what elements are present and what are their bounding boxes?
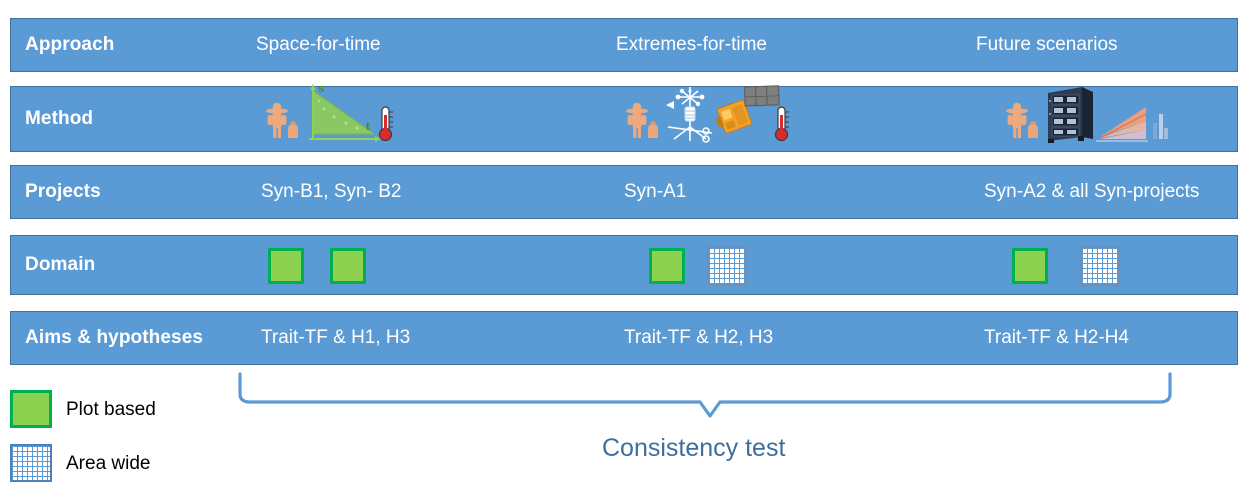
method-icon-group-col2: [616, 81, 801, 153]
future-scenarios-icon-svg: [1006, 87, 1168, 143]
domain-mark-col3-area: [1080, 246, 1120, 286]
server-rack-icon: [1048, 87, 1093, 143]
legend-label-plot-based: Plot based: [66, 399, 156, 420]
row-label-approach: Approach: [25, 34, 115, 55]
matrix-row-method: Method: [10, 83, 1238, 152]
extremes-for-time-icon-svg: [626, 85, 789, 143]
cell-projects-col3: Syn-A2 & all Syn-projects: [984, 181, 1200, 202]
row-label-method: Method: [25, 108, 94, 129]
domain-mark-col2-plot: [649, 248, 685, 284]
consistency-brace: [236, 372, 1176, 418]
cell-projects-col2: Syn-A1: [624, 181, 687, 202]
matrix-row-domain: Domain: [10, 235, 1238, 295]
matrix-row-aims: Aims & hypotheses Trait-TF & H1, H3 Trai…: [10, 311, 1238, 365]
curly-brace-icon: [238, 372, 1172, 418]
method-axis-label-s: s: [318, 83, 324, 95]
cell-approach-col3: Future scenarios: [976, 34, 1118, 55]
weather-station-icon: [666, 87, 713, 143]
row-label-aims: Aims & hypotheses: [25, 327, 204, 348]
thermometer-icon: [774, 106, 789, 142]
row-label-projects: Projects: [25, 181, 101, 202]
farmer-icon: [626, 102, 658, 138]
farmer-icon: [266, 102, 298, 138]
cell-aims-col3: Trait-TF & H2-H4: [984, 327, 1129, 348]
thermometer-icon: [378, 106, 393, 142]
legend-item-plot-based: Plot based: [10, 390, 210, 430]
domain-mark-col3-plot: [1012, 248, 1048, 284]
domain-mark-col2-area: [707, 246, 747, 286]
cell-approach-col1: Space-for-time: [256, 34, 381, 55]
legend-swatch-plot-based: [10, 390, 52, 428]
method-axis-label-t: t: [366, 121, 370, 133]
farmer-icon: [1006, 102, 1038, 138]
method-icon-group-col3: [996, 81, 1171, 153]
domain-mark-col1-plot-1: [268, 248, 304, 284]
cell-aims-col2: Trait-TF & H2, H3: [624, 327, 774, 348]
space-time-triangle-chart-icon: s t: [309, 83, 381, 142]
legend-swatch-area-wide: [10, 444, 52, 482]
matrix-row-approach: Approach Space-for-time Extremes-for-tim…: [10, 18, 1238, 72]
row-label-domain: Domain: [25, 254, 96, 275]
cell-projects-col1: Syn-B1, Syn- B2: [261, 181, 402, 202]
projection-fan-chart-icon: [1096, 107, 1168, 142]
cell-approach-col2: Extremes-for-time: [616, 34, 767, 55]
consistency-test-caption: Consistency test: [602, 434, 786, 462]
legend-item-area-wide: Area wide: [10, 444, 210, 484]
method-icon-group-col1: s t: [256, 81, 401, 153]
domain-mark-col1-plot-2: [330, 248, 366, 284]
cell-aims-col1: Trait-TF & H1, H3: [261, 327, 411, 348]
satellite-icon: [715, 85, 780, 134]
legend-label-area-wide: Area wide: [66, 453, 151, 474]
matrix-row-projects: Projects Syn-B1, Syn- B2 Syn-A1 Syn-A2 &…: [10, 165, 1238, 219]
space-for-time-icon-svg: s t: [266, 83, 393, 142]
